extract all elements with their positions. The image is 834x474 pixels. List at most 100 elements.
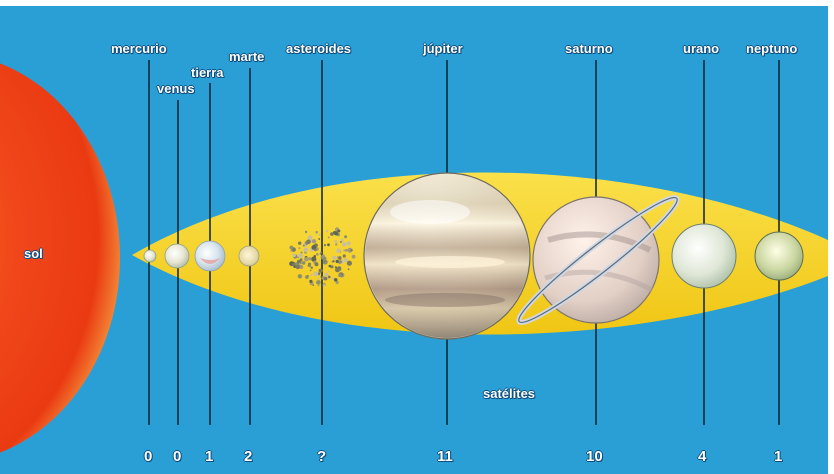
asteroid-dot <box>321 254 325 257</box>
asteroid-dot <box>340 240 342 243</box>
asteroid-dot <box>299 258 303 262</box>
asteroid-dot <box>322 284 326 287</box>
asteroid-dot <box>334 231 339 236</box>
tierra-planet <box>194 240 226 272</box>
asteroid-dot <box>304 257 309 262</box>
asteroid-dot <box>290 249 293 252</box>
asteroid-dot <box>318 268 323 273</box>
asteroid-dot <box>344 248 348 252</box>
asteroid-dot <box>316 280 321 285</box>
tierra-continent <box>200 258 220 264</box>
asteroid-dot <box>351 254 356 259</box>
asteroid-dot <box>335 280 339 285</box>
asteroid-dot <box>335 243 338 246</box>
asteroid-dot <box>310 266 313 269</box>
asteroid-dot <box>343 258 348 263</box>
asteroid-dot <box>346 241 351 246</box>
asteroid-dot <box>324 272 329 277</box>
asteroid-dot <box>292 253 296 257</box>
asteroid-dot <box>331 277 334 280</box>
asteroid-dot <box>308 264 312 268</box>
urano-satellite-count: 4 <box>698 448 707 465</box>
asteroid-dot <box>317 277 319 280</box>
asteroid-dot <box>315 230 319 234</box>
top-margin <box>0 0 834 6</box>
asteroid-dot <box>297 256 300 259</box>
asteroid-dot <box>322 256 327 261</box>
neptuno-planet <box>754 231 804 281</box>
asteroid-dot <box>304 230 308 234</box>
asteroid-dot <box>309 269 312 272</box>
asteroid-dot <box>317 272 321 276</box>
marte-planet <box>238 245 260 267</box>
saturno-planet <box>516 195 680 325</box>
asteroid-dot <box>343 249 346 252</box>
asteroid-dot <box>334 266 337 269</box>
asteroides-label: asteroides <box>286 41 352 56</box>
asteroid-dot <box>299 263 301 265</box>
asteroid-dot <box>315 253 319 256</box>
asteroid-dot <box>318 259 321 262</box>
asteroid-dot <box>327 236 330 239</box>
asteroid-dot <box>328 270 330 273</box>
venus-planet <box>164 243 190 269</box>
asteroid-dot <box>298 253 304 259</box>
marte-label: marte <box>229 49 265 64</box>
saturno-satellite-count: 10 <box>586 448 603 465</box>
asteroid-dot <box>341 242 347 247</box>
asteroid-dot <box>325 229 329 233</box>
asteroid-dot <box>337 266 342 271</box>
jupiter-label: júpiter <box>423 41 463 56</box>
asteroid-dot <box>292 263 296 267</box>
asteroid-dot <box>332 260 335 263</box>
asteroid-dot <box>303 247 309 253</box>
right-margin <box>828 0 834 474</box>
tierra-satellite-count: 1 <box>205 448 214 465</box>
asteroid-cluster <box>289 227 356 287</box>
neptuno-label: neptuno <box>746 41 798 56</box>
asteroid-dot <box>342 254 346 258</box>
asteroid-dot <box>328 264 332 268</box>
asteroid-dot <box>305 275 309 279</box>
asteroid-dot <box>311 239 317 244</box>
asteroid-dot <box>314 262 319 267</box>
asteroid-dot <box>330 232 334 236</box>
asteroid-dot <box>301 261 306 265</box>
asteroid-dot <box>336 248 342 254</box>
asteroid-dot <box>336 256 339 259</box>
asteroid-dot <box>300 251 303 254</box>
asteroid-dot <box>312 284 315 287</box>
asteroid-dot <box>323 276 328 281</box>
venus-label: venus <box>157 81 195 96</box>
jupiter-planet <box>363 172 531 340</box>
asteroid-dot <box>317 284 320 287</box>
asteroid-dot <box>313 271 319 277</box>
asteroid-dot <box>350 249 353 252</box>
urano-label: urano <box>683 41 720 56</box>
mercurio-planet <box>143 249 157 263</box>
satellites-label: satélites <box>483 386 536 401</box>
asteroid-dot <box>320 275 323 278</box>
asteroid-dot <box>323 244 327 247</box>
venus-satellite-count: 0 <box>173 448 182 465</box>
asteroid-dot <box>344 235 348 239</box>
asteroid-dot <box>338 273 342 278</box>
asteroid-dot <box>311 256 317 262</box>
asteroid-dot <box>297 274 303 279</box>
sun-label: sol <box>24 246 43 261</box>
asteroid-dot <box>302 244 305 247</box>
asteroid-dot <box>289 245 294 250</box>
asteroid-dot <box>318 233 321 236</box>
asteroid-dot <box>332 255 337 260</box>
asteroid-dot <box>298 247 301 250</box>
asteroid-dot <box>347 247 353 253</box>
asteroid-dot <box>298 241 302 245</box>
asteroid-dot <box>347 268 350 271</box>
asteroid-dot <box>310 274 313 277</box>
asteroid-dot <box>311 245 317 250</box>
marte-satellite-count: 2 <box>244 448 253 465</box>
asteroid-dot <box>306 239 311 245</box>
mercurio-satellite-count: 0 <box>144 448 153 465</box>
asteroid-dot <box>340 238 344 242</box>
asteroid-dot <box>335 259 339 264</box>
